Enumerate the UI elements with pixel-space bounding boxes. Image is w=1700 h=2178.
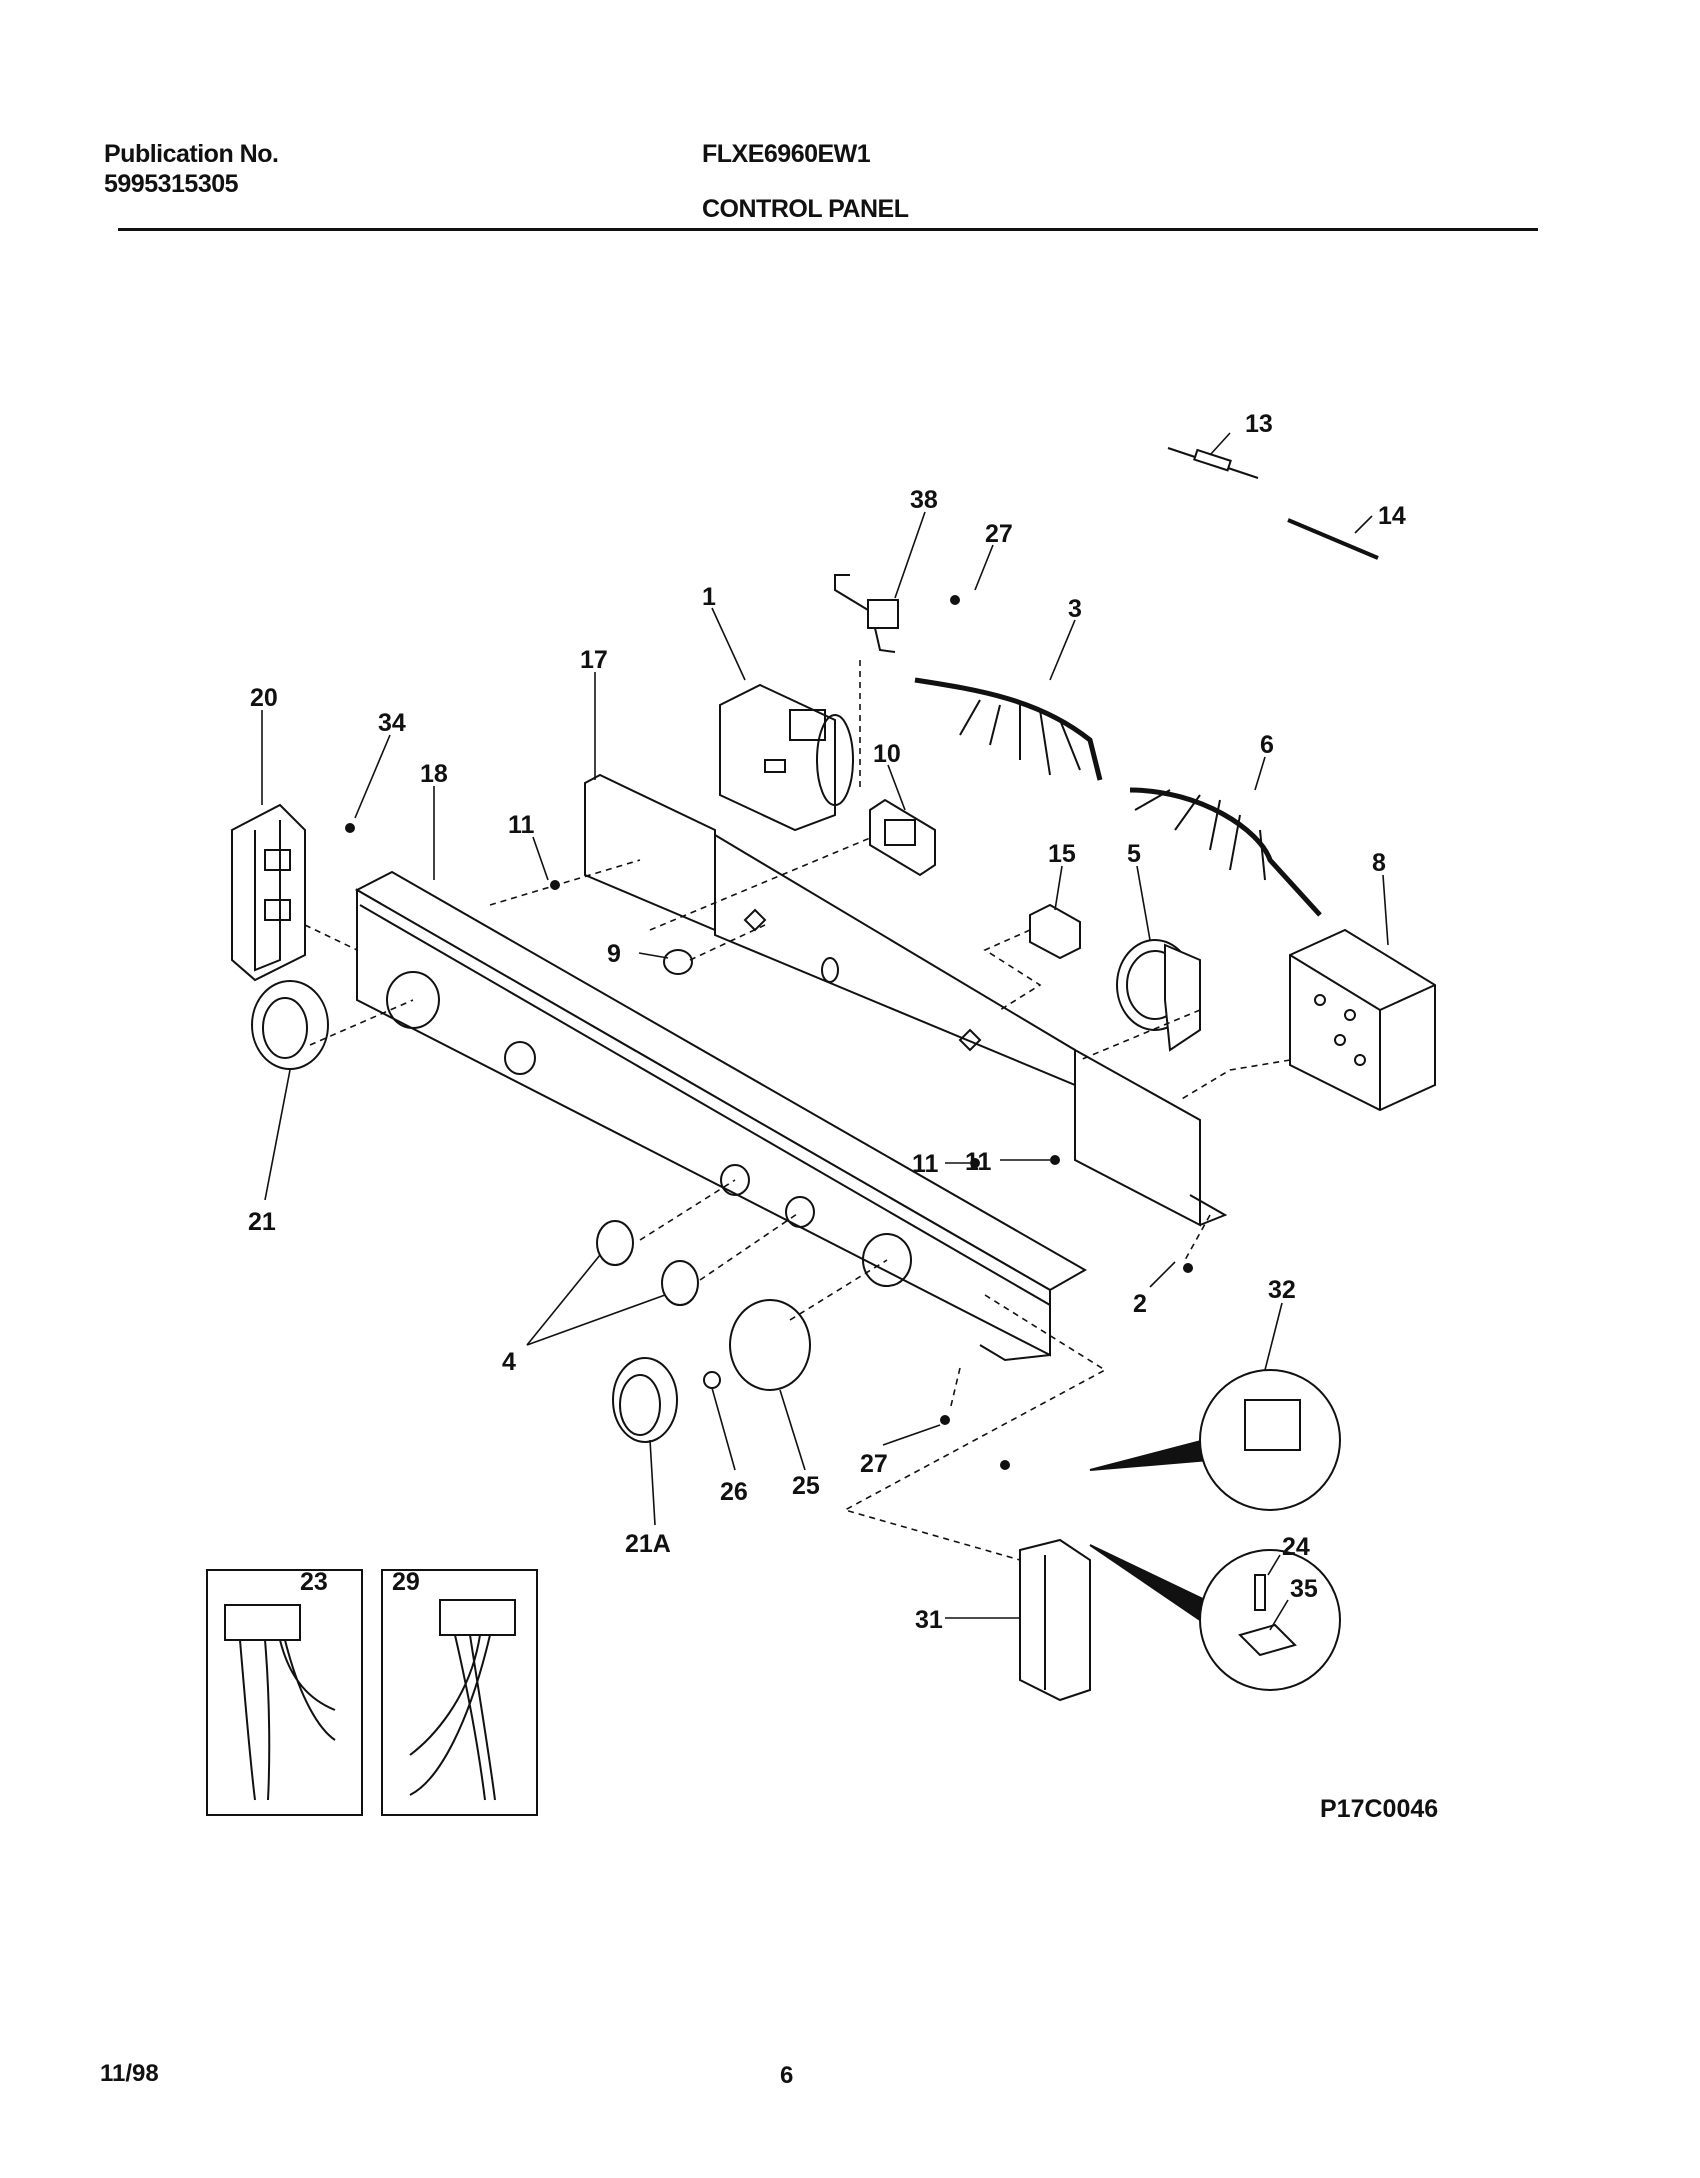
callout-8: 8 bbox=[1372, 849, 1386, 877]
callout-labels: 13 14 38 27 1 3 17 20 34 18 10 6 11 15 5… bbox=[248, 410, 1406, 1634]
callout-35: 35 bbox=[1290, 1575, 1318, 1603]
callout-14: 14 bbox=[1378, 502, 1406, 530]
knob-4b bbox=[661, 1260, 699, 1306]
section-title: CONTROL PANEL bbox=[702, 195, 909, 223]
thermistor-13 bbox=[1167, 447, 1259, 479]
publication-label: Publication No. bbox=[104, 140, 279, 168]
control-panel-18 bbox=[354, 870, 1088, 1362]
callout-27-bottom: 27 bbox=[860, 1450, 888, 1478]
callout-21: 21 bbox=[248, 1208, 276, 1236]
figure-code: P17C0046 bbox=[1320, 1795, 1439, 1823]
bracket-31 bbox=[1019, 1538, 1091, 1702]
header-rule bbox=[118, 228, 1538, 231]
callout-11-mid: 11 bbox=[912, 1150, 939, 1178]
wire-harness-3 bbox=[914, 677, 1103, 781]
callout-13: 13 bbox=[1245, 410, 1273, 438]
knob-21 bbox=[251, 980, 329, 1070]
callout-27-top: 27 bbox=[985, 520, 1013, 548]
switch-10 bbox=[869, 798, 936, 877]
callout-2: 2 bbox=[1133, 1290, 1147, 1318]
footer-page: 6 bbox=[780, 2062, 794, 2089]
end-cap-20 bbox=[231, 803, 306, 982]
part-38 bbox=[834, 574, 899, 653]
model-number: FLXE6960EW1 bbox=[702, 140, 871, 168]
callout-11-left: 11 bbox=[508, 811, 535, 839]
callout-23: 23 bbox=[300, 1568, 328, 1596]
harness-box-29 bbox=[381, 1569, 538, 1816]
callout-1: 1 bbox=[702, 583, 716, 611]
washer-26 bbox=[703, 1371, 721, 1389]
callout-6: 6 bbox=[1260, 731, 1274, 759]
callout-4: 4 bbox=[502, 1348, 516, 1376]
callout-3: 3 bbox=[1068, 595, 1082, 623]
callout-32: 32 bbox=[1268, 1276, 1296, 1304]
publication-number: 5995315305 bbox=[104, 170, 239, 198]
callout-5: 5 bbox=[1127, 840, 1141, 868]
callout-25: 25 bbox=[792, 1472, 820, 1500]
dial-25 bbox=[729, 1299, 811, 1391]
pressure-switch-5 bbox=[1116, 939, 1201, 1052]
callout-17: 17 bbox=[580, 646, 608, 674]
callout-9: 9 bbox=[607, 940, 621, 968]
callout-26: 26 bbox=[720, 1478, 748, 1506]
callout-21a: 21A bbox=[625, 1530, 671, 1558]
knob-21a bbox=[612, 1357, 678, 1443]
callout-34: 34 bbox=[378, 709, 406, 737]
knob-4a bbox=[596, 1220, 634, 1266]
switch-15 bbox=[1029, 903, 1081, 960]
detail-pointer-24 bbox=[1089, 1544, 1207, 1622]
callout-20: 20 bbox=[250, 684, 278, 712]
callout-11-right: 11 bbox=[965, 1148, 992, 1176]
callout-38: 38 bbox=[910, 486, 938, 514]
timer-1 bbox=[719, 683, 854, 832]
harness-box-23 bbox=[206, 1569, 363, 1816]
electronic-control-8 bbox=[1289, 928, 1436, 1112]
wire-harness-6 bbox=[1129, 787, 1322, 917]
callout-18: 18 bbox=[420, 760, 448, 788]
button-9 bbox=[663, 949, 693, 975]
callout-29: 29 bbox=[392, 1568, 420, 1596]
rear-panel-17 bbox=[584, 773, 1228, 1227]
wire-14 bbox=[1287, 518, 1379, 560]
callout-24: 24 bbox=[1282, 1533, 1310, 1561]
detail-pointer-32 bbox=[1089, 1438, 1212, 1471]
footer-date: 11/98 bbox=[100, 2060, 159, 2087]
callout-15: 15 bbox=[1048, 840, 1076, 868]
callout-31: 31 bbox=[915, 1606, 943, 1634]
callout-10: 10 bbox=[873, 740, 901, 768]
detail-bubble-24 bbox=[1199, 1549, 1341, 1691]
